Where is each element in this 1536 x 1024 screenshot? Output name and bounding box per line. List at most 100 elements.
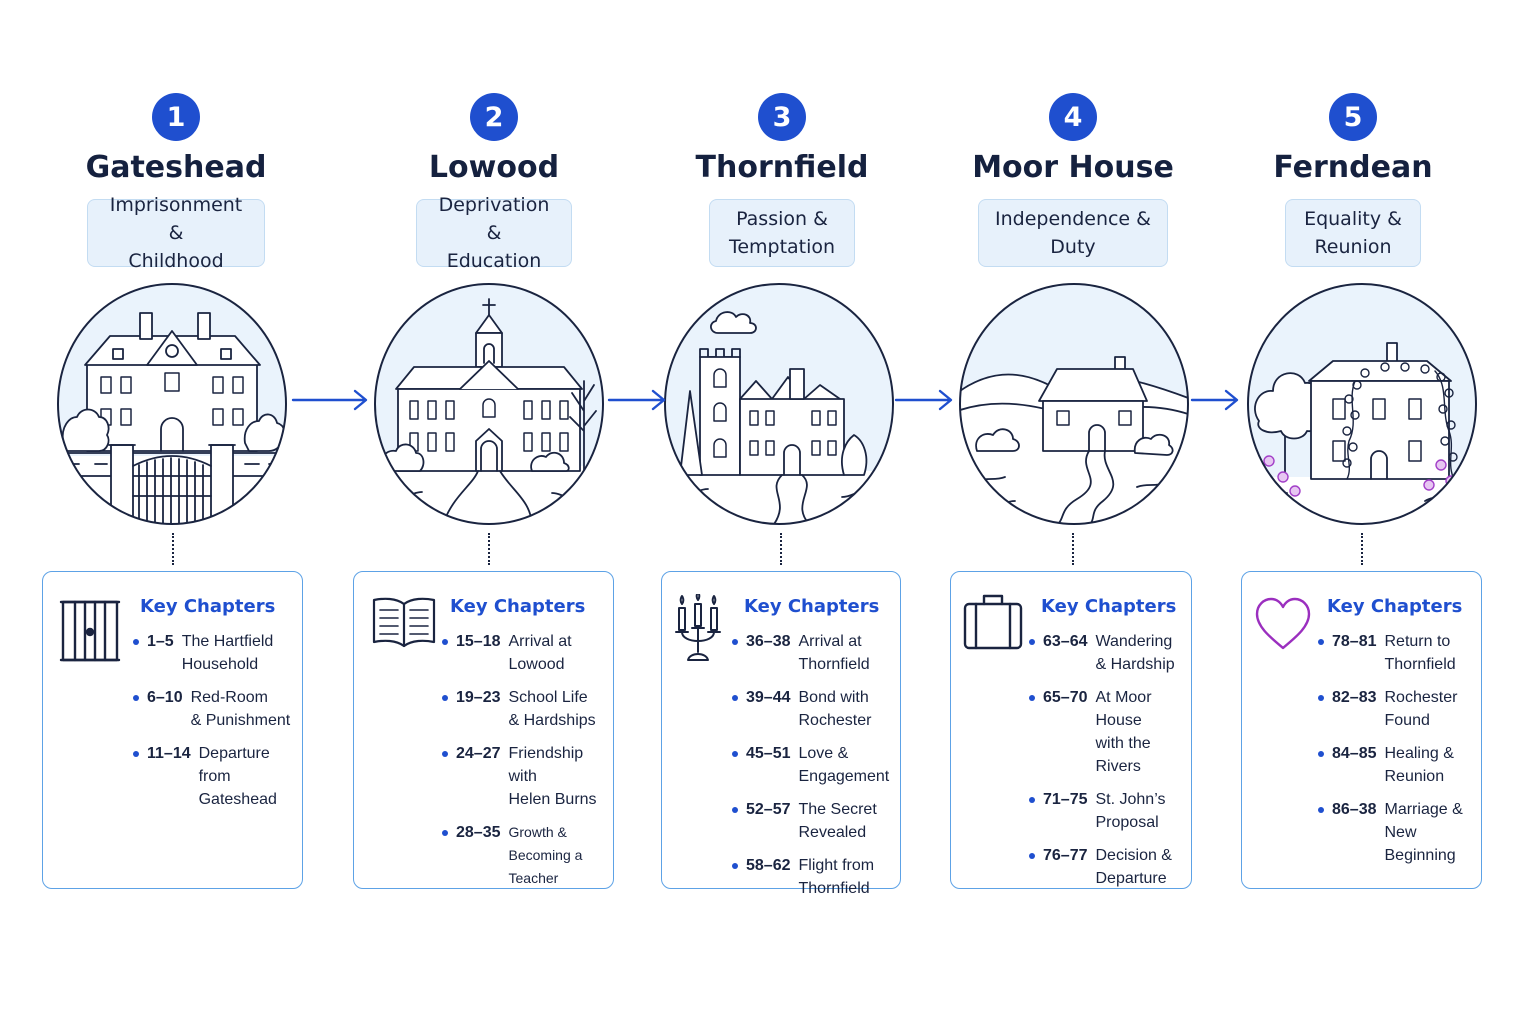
arrow-right-icon — [894, 388, 954, 412]
chapter-item: 76–77 Decision & Departure — [1029, 844, 1187, 890]
theme-text: Independence & Duty — [995, 208, 1151, 258]
chapter-label: Marriage & New Beginning — [1384, 801, 1463, 864]
suitcase-icon — [962, 590, 1024, 652]
moor-cottage-icon — [957, 281, 1191, 527]
chapter-label: Arrival at Thornfield — [798, 633, 870, 673]
chapter-range: 6–10 — [147, 689, 183, 706]
chapter-item: 28–35 Growth & Becoming a Teacher — [442, 821, 609, 890]
stage-moor-house: 4 Moor House Independence & Duty — [923, 0, 1223, 900]
chapter-label: School Life & Hardships — [508, 689, 596, 729]
chapter-range: 24–27 — [456, 745, 501, 762]
chapter-item: 24–27 Friendship with Helen Burns — [442, 742, 609, 811]
chapter-item: 78–81 Return to Thornfield — [1318, 630, 1477, 676]
chapter-item: 52–57 The Secret Revealed — [732, 798, 896, 844]
chapter-list: 63–64 Wandering & Hardship 65–70 At Moor H… — [1029, 630, 1187, 900]
chapter-label: Bond with Rochester — [798, 689, 872, 729]
chapter-range: 76–77 — [1043, 847, 1088, 864]
chapter-item: 63–64 Wandering & Hardship — [1029, 630, 1187, 676]
chapter-list: 36–38 Arrival at Thornfield 39–44 Bond wit… — [732, 630, 896, 910]
stage-thornfield: 3 Thornfield Passion & Temptation — [632, 0, 932, 900]
school-chapel-icon — [372, 281, 606, 527]
theme-text: Imprisonment & Childhood — [109, 194, 243, 272]
castle-hall-icon — [662, 281, 896, 527]
chapter-label: The Secret Revealed — [798, 801, 877, 841]
chapter-range: 65–70 — [1043, 689, 1088, 706]
chapter-label: Growth & Becoming a Teacher — [508, 824, 583, 886]
stage-number-badge: 2 — [470, 93, 518, 141]
chapter-item: 11–14 Departure from Gateshead — [133, 742, 298, 811]
chapter-range: 39–44 — [746, 689, 791, 706]
chapter-range: 28–35 — [456, 824, 501, 841]
chapter-label: Wandering & Hardship — [1095, 633, 1175, 673]
card-title: Key Chapters — [140, 596, 276, 617]
stage-title: Gateshead — [85, 150, 267, 185]
stage-lowood: 2 Lowood Deprivation & Education — [344, 0, 644, 900]
arrow-right-icon — [291, 388, 369, 412]
chapter-label: Decision & Departure — [1095, 847, 1172, 887]
chapter-range: 19–23 — [456, 689, 501, 706]
chapter-range: 15–18 — [456, 633, 501, 650]
theme-box: Independence & Duty — [978, 199, 1168, 267]
theme-text: Passion & Temptation — [728, 208, 836, 258]
chapter-range: 86–38 — [1332, 801, 1377, 818]
dotted-connector — [780, 533, 782, 565]
card-title: Key Chapters — [744, 596, 880, 617]
gated-manor-icon — [55, 281, 289, 527]
stage-number-badge: 4 — [1049, 93, 1097, 141]
arrow-right-icon — [607, 388, 667, 412]
theme-text: Deprivation & Education — [438, 194, 550, 272]
card-title: Key Chapters — [1041, 596, 1177, 617]
chapter-label: At Moor House with the Rivers — [1095, 689, 1152, 775]
stage-title: Lowood — [428, 150, 560, 185]
theme-box: Equality & Reunion — [1285, 199, 1421, 267]
chapter-item: 58–62 Flight from Thornfield — [732, 854, 896, 900]
chapter-range: 63–64 — [1043, 633, 1088, 650]
stage-title: Thornfield — [695, 150, 869, 185]
open-book-icon — [370, 594, 438, 650]
chapter-label: The Hartfield Household — [181, 633, 274, 673]
chapter-range: 82–83 — [1332, 689, 1377, 706]
chapter-range: 52–57 — [746, 801, 791, 818]
chapter-item: 19–23 School Life & Hardships — [442, 686, 609, 732]
chapter-range: 11–14 — [147, 745, 191, 762]
chapter-range: 36–38 — [746, 633, 791, 650]
key-chapters-card-moor-house: Key Chapters 63–64 Wandering & Hardship 6… — [950, 571, 1192, 889]
chapter-label: Departure from Gateshead — [198, 745, 277, 808]
chapter-item: 39–44 Bond with Rochester — [732, 686, 896, 732]
stage-ferndean: 5 Ferndean Equality & Reunion — [1203, 0, 1503, 900]
dotted-connector — [1361, 533, 1363, 565]
chapter-item: 84–85 Healing & Reunion — [1318, 742, 1477, 788]
chapter-item: 86–38 Marriage & New Beginning — [1318, 798, 1477, 867]
stage-title: Moor House — [972, 150, 1174, 185]
chapter-range: 84–85 — [1332, 745, 1377, 762]
stage-gateshead: 1 Gateshead Imprisonment & Childhood — [26, 0, 326, 900]
stage-number-badge: 3 — [758, 93, 806, 141]
heart-icon — [1254, 596, 1312, 652]
dotted-connector — [1072, 533, 1074, 565]
chapter-label: Return to Thornfield — [1384, 633, 1456, 673]
theme-text: Equality & Reunion — [1304, 208, 1402, 258]
chapter-item: 36–38 Arrival at Thornfield — [732, 630, 896, 676]
chapter-list: 78–81 Return to Thornfield 82–83 Rochester… — [1318, 630, 1477, 877]
chapter-range: 45–51 — [746, 745, 791, 762]
chapter-label: Flight from Thornfield — [798, 857, 875, 897]
chapter-label: Healing & Reunion — [1384, 745, 1454, 785]
chapter-range: 58–62 — [746, 857, 791, 874]
chapter-range: 78–81 — [1332, 633, 1377, 650]
prison-door-icon — [59, 598, 121, 664]
chapter-item: 82–83 Rochester Found — [1318, 686, 1477, 732]
chapter-label: Rochester Found — [1384, 689, 1458, 729]
chapter-item: 65–70 At Moor House with the Rivers — [1029, 686, 1187, 778]
chapter-label: Friendship with Helen Burns — [508, 745, 597, 808]
theme-box: Deprivation & Education — [416, 194, 572, 272]
chapter-item: 45–51 Love & Engagement — [732, 742, 896, 788]
chapter-label: Love & Engagement — [798, 745, 890, 785]
chapter-range: 71–75 — [1043, 791, 1088, 808]
